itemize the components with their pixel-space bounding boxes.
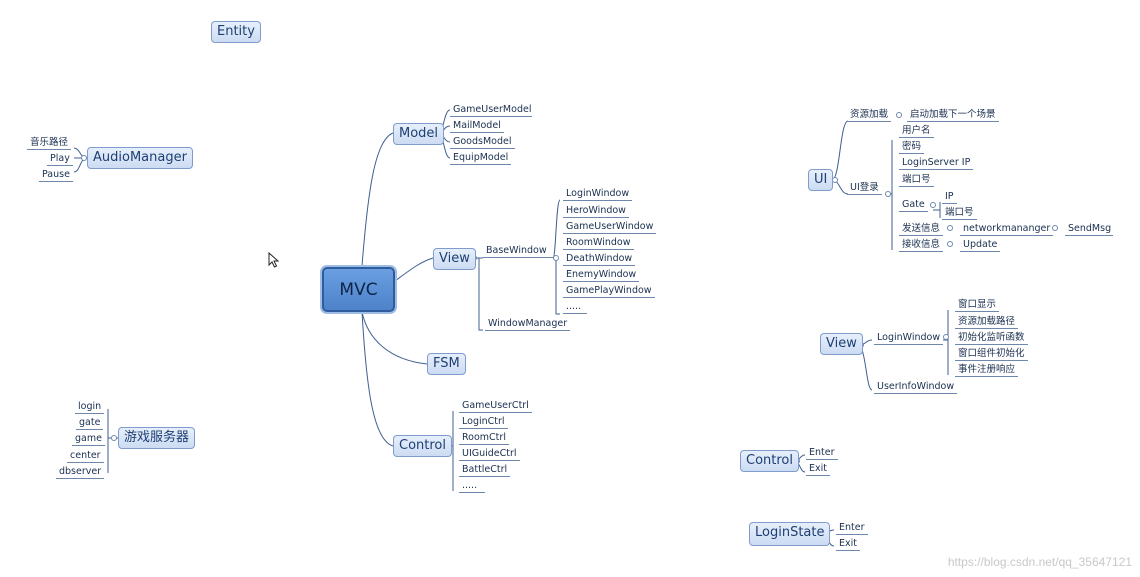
- send-leaf-networkmananger[interactable]: networkmananger: [960, 222, 1054, 236]
- window-leaf-deathwindow[interactable]: DeathWindow: [563, 252, 636, 266]
- ctrl-leaf-ellipsis[interactable]: .....: [459, 479, 485, 493]
- mvc-root-node[interactable]: MVC: [322, 267, 395, 312]
- ui-leaf-resource-loading[interactable]: 资源加载: [847, 108, 892, 122]
- recv-leaf-update[interactable]: Update: [960, 238, 1000, 252]
- window-leaf-ellipsis[interactable]: .....: [563, 300, 587, 314]
- view2-leaf-userinfowindow[interactable]: UserInfoWindow: [874, 380, 958, 394]
- audiomanager-node[interactable]: AudioManager: [87, 147, 193, 169]
- server-leaf-gate[interactable]: gate: [76, 416, 104, 430]
- loginstate-node[interactable]: LoginState: [749, 522, 831, 546]
- login-leaf-receive-info[interactable]: 接收信息: [899, 238, 944, 252]
- basewindow-leaf[interactable]: BaseWindow: [483, 244, 553, 258]
- login-leaf-username[interactable]: 用户名: [899, 124, 934, 138]
- server-leaf-game[interactable]: game: [72, 432, 105, 446]
- lw-leaf-init-listeners[interactable]: 初始化监听函数: [955, 331, 1028, 345]
- lw-leaf-init-components[interactable]: 窗口组件初始化: [955, 347, 1028, 361]
- audio-leaf-music-path[interactable]: 音乐路径: [27, 136, 72, 150]
- lw-leaf-event-register[interactable]: 事件注册响应: [955, 363, 1019, 377]
- ctrl-leaf-loginctrl[interactable]: LoginCtrl: [459, 415, 508, 429]
- server-leaf-center[interactable]: center: [67, 449, 104, 463]
- login-leaf-password[interactable]: 密码: [899, 140, 925, 154]
- window-leaf-herowindow[interactable]: HeroWindow: [563, 204, 629, 218]
- send-leaf-sendmsg[interactable]: SendMsg: [1065, 222, 1113, 236]
- ctrl-leaf-gameuserctrl[interactable]: GameUserCtrl: [459, 399, 532, 413]
- window-leaf-gameplaywindow[interactable]: GamePlayWindow: [563, 284, 655, 298]
- fsm-node[interactable]: FSM: [427, 353, 466, 375]
- window-leaf-roomwindow[interactable]: RoomWindow: [563, 236, 634, 250]
- view2-node[interactable]: View: [820, 333, 863, 355]
- lw-leaf-resource-path[interactable]: 资源加载路径: [955, 315, 1019, 329]
- model-leaf-equipmodel[interactable]: EquipModel: [450, 151, 512, 165]
- ctrl-leaf-battlectrl[interactable]: BattleCtrl: [459, 463, 511, 477]
- window-leaf-enemywindow[interactable]: EnemyWindow: [563, 268, 640, 282]
- entity-node[interactable]: Entity: [211, 21, 261, 43]
- login-leaf-send-info[interactable]: 发送信息: [899, 222, 944, 236]
- control2-node[interactable]: Control: [740, 450, 799, 472]
- gate-leaf-ip[interactable]: IP: [942, 190, 957, 204]
- ctrl-leaf-roomctrl[interactable]: RoomCtrl: [459, 431, 509, 445]
- gate-leaf-port[interactable]: 端口号: [942, 206, 977, 220]
- ui-leaf-ui-login[interactable]: UI登录: [847, 181, 882, 195]
- model-leaf-gameusermodel[interactable]: GameUserModel: [450, 103, 532, 117]
- view2-leaf-loginwindow[interactable]: LoginWindow: [874, 331, 944, 345]
- login-leaf-loginserver-ip[interactable]: LoginServer IP: [899, 156, 974, 170]
- windowmanager-leaf[interactable]: WindowManager: [485, 317, 571, 331]
- window-leaf-gameuserwindow[interactable]: GameUserWindow: [563, 220, 657, 234]
- audio-leaf-play[interactable]: Play: [47, 152, 73, 166]
- model-leaf-mailmodel[interactable]: MailModel: [450, 119, 504, 133]
- control2-leaf-exit[interactable]: Exit: [806, 462, 830, 476]
- mouse-cursor-icon: [268, 252, 280, 268]
- model-node[interactable]: Model: [393, 123, 445, 145]
- login-leaf-gate[interactable]: Gate: [899, 198, 928, 212]
- view-node[interactable]: View: [433, 248, 476, 270]
- lw-leaf-window-display[interactable]: 窗口显示: [955, 298, 1000, 312]
- loginstate-leaf-enter[interactable]: Enter: [836, 521, 868, 535]
- ui-leaf-load-next-scene[interactable]: 启动加载下一个场景: [907, 108, 999, 122]
- window-leaf-loginwindow[interactable]: LoginWindow: [563, 187, 633, 201]
- server-leaf-dbserver[interactable]: dbserver: [56, 465, 105, 479]
- model-leaf-goodsmodel[interactable]: GoodsModel: [450, 135, 515, 149]
- ctrl-leaf-uiguidectrl[interactable]: UIGuideCtrl: [459, 447, 520, 461]
- audio-leaf-pause[interactable]: Pause: [39, 168, 73, 182]
- loginstate-leaf-exit[interactable]: Exit: [836, 537, 860, 551]
- control-node[interactable]: Control: [393, 435, 452, 457]
- control2-leaf-enter[interactable]: Enter: [806, 446, 838, 460]
- server-leaf-login[interactable]: login: [75, 400, 105, 414]
- ui-node[interactable]: UI: [808, 169, 834, 191]
- login-leaf-port[interactable]: 端口号: [899, 173, 934, 187]
- game-server-node[interactable]: 游戏服务器: [118, 427, 196, 449]
- watermark: https://blog.csdn.net/qq_35647121: [947, 555, 1132, 569]
